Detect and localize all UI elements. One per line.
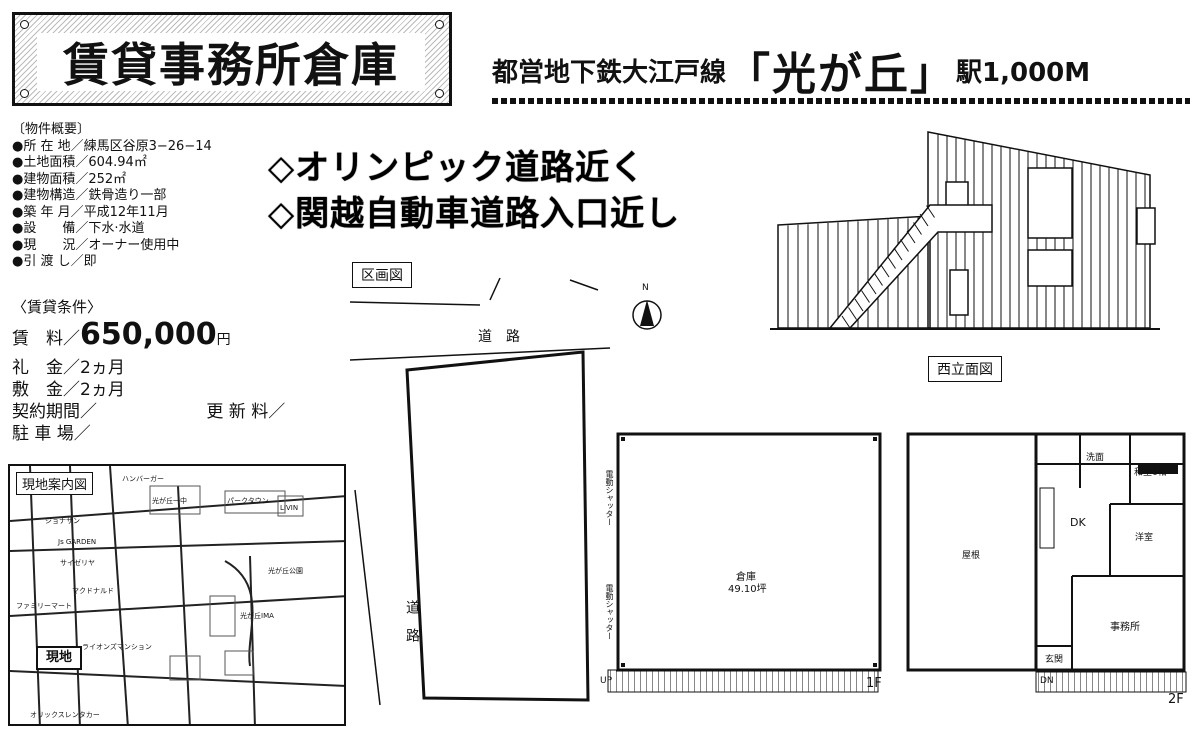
station-name: 「光が丘」 bbox=[726, 49, 957, 100]
north-label: N bbox=[642, 283, 649, 293]
map-label: オリックスレンタカー bbox=[30, 711, 100, 719]
road-edge bbox=[569, 279, 599, 291]
station-info: 都営地下鉄大江戸線 「光が丘」 駅1,000M bbox=[492, 40, 1192, 100]
map-label: サイゼリヤ bbox=[60, 559, 95, 567]
map-label: ファミリーマート bbox=[16, 602, 72, 610]
road-label-top: 道 路 bbox=[478, 329, 520, 345]
map-label: 光が丘一中 bbox=[152, 497, 187, 505]
floor2-dn-label: DN bbox=[1040, 676, 1054, 686]
west-elevation-drawing bbox=[770, 131, 1160, 330]
rental-conditions: 〈賃貸条件〉 賃 料／650,000円 礼 金／2ヵ月 敷 金／2ヵ月 契約期間… bbox=[12, 296, 285, 445]
floor2-dk: DK bbox=[1070, 516, 1086, 529]
rivet-icon bbox=[20, 20, 29, 29]
key-money-row: 礼 金／2ヵ月 bbox=[12, 358, 125, 378]
outline-row: ●築 年 月／平成12年11月 bbox=[12, 204, 169, 220]
rent-label: 賃 料／ bbox=[12, 329, 80, 349]
map-title: 現地案内図 bbox=[16, 472, 94, 495]
rent-row: 賃 料／650,000円 bbox=[12, 318, 285, 357]
floor2-western-room: 洋室 bbox=[1135, 533, 1154, 543]
road-edge bbox=[354, 489, 381, 706]
floor1-room-area: 49.10坪 bbox=[728, 584, 767, 595]
outline-row: ●所 在 地／練馬区谷原3−26−14 bbox=[12, 138, 212, 154]
elevation-label: 西立面図 bbox=[928, 356, 1002, 382]
outline-row: ●土地面積／604.94㎡ bbox=[12, 155, 147, 170]
outline-heading: 〔物件概要〕 bbox=[12, 122, 91, 137]
map-label: ハンバーガー bbox=[122, 475, 164, 483]
contract-label: 契約期間／ bbox=[12, 402, 97, 422]
road-label-left: 道路 bbox=[404, 600, 420, 656]
map-roads bbox=[10, 466, 344, 724]
outline-row: ●建物面積／252㎡ bbox=[12, 171, 127, 187]
map-label: 光が丘IMA bbox=[240, 612, 274, 620]
site-marker: 現地 bbox=[36, 646, 82, 670]
rivet-icon bbox=[20, 89, 29, 98]
floor2-entrance: 玄関 bbox=[1045, 655, 1064, 665]
map-label: ジョナサン bbox=[45, 517, 80, 525]
conditions-heading: 〈賃貸条件〉 bbox=[12, 298, 103, 316]
floor2-japanese-room: 和室6帖 bbox=[1134, 468, 1167, 478]
property-outline: 〔物件概要〕 ●所 在 地／練馬区谷原3−26−14 ●土地面積／604.94㎡… bbox=[12, 122, 212, 271]
lot-boundary bbox=[405, 350, 590, 702]
rivet-icon bbox=[435, 20, 444, 29]
feature-olympic-road: ◇オリンピック道路近く bbox=[268, 148, 646, 188]
floor2-label: 2F bbox=[1168, 692, 1184, 707]
map-label: 光が丘公園 bbox=[268, 567, 303, 575]
floor1-up-label: UP bbox=[600, 676, 613, 686]
road-edge bbox=[489, 277, 501, 301]
location-map: 現地案内図 ハンバーガー 光が丘一中 パークタウン LIVIN ジョナサン Js… bbox=[8, 464, 346, 726]
deposit-row: 敷 金／2ヵ月 bbox=[12, 380, 125, 400]
road-edge bbox=[349, 301, 481, 306]
parking-row: 駐 車 場／ bbox=[12, 424, 91, 444]
floor2-office: 事務所 bbox=[1110, 622, 1140, 633]
map-label: パークタウン bbox=[227, 497, 269, 505]
rent-value: 650,000 bbox=[80, 317, 217, 352]
map-label: Js GARDEN bbox=[58, 538, 97, 546]
floor2-roof: 屋根 bbox=[962, 551, 981, 561]
outline-row: ●建物構造／鉄骨造り一部 bbox=[12, 188, 167, 203]
floor2-plan bbox=[906, 432, 1187, 693]
floor1-shutter: 電動シャッター bbox=[605, 470, 614, 526]
rent-unit: 円 bbox=[216, 332, 231, 348]
renewal-label: 更 新 料／ bbox=[206, 402, 286, 422]
station-line: 都営地下鉄大江戸線 bbox=[492, 57, 727, 88]
floor1-room-name: 倉庫 bbox=[736, 572, 756, 583]
north-arrow-icon bbox=[632, 300, 662, 330]
rivet-icon bbox=[435, 89, 444, 98]
map-label: マクドナルド bbox=[72, 587, 114, 595]
plot-diagram bbox=[349, 277, 611, 706]
floor2-washroom: 洗面 bbox=[1086, 453, 1105, 463]
feature-kanetsu-expressway: ◇関越自動車道路入口近し bbox=[268, 194, 681, 234]
floor1-label: 1F bbox=[866, 676, 882, 691]
floor1-shutter: 電動シャッター bbox=[605, 584, 614, 640]
road-edge bbox=[349, 347, 611, 361]
floor1-plan bbox=[607, 432, 882, 693]
title-banner: 賃貸事務所倉庫 bbox=[12, 12, 452, 106]
contract-row: 契約期間／ 更 新 料／ bbox=[12, 401, 285, 423]
outline-row: ●現 況／オーナー使用中 bbox=[12, 237, 180, 253]
map-label: ライオンズマンション bbox=[82, 643, 152, 651]
map-label: LIVIN bbox=[280, 504, 299, 512]
page-title: 賃貸事務所倉庫 bbox=[37, 33, 425, 92]
plot-label: 区画図 bbox=[352, 262, 412, 288]
outline-row: ●引 渡 し／即 bbox=[12, 254, 97, 269]
outline-row: ●設 備／下水·水道 bbox=[12, 221, 145, 236]
station-distance: 駅1,000M bbox=[956, 57, 1091, 88]
station-divider bbox=[492, 98, 1190, 104]
